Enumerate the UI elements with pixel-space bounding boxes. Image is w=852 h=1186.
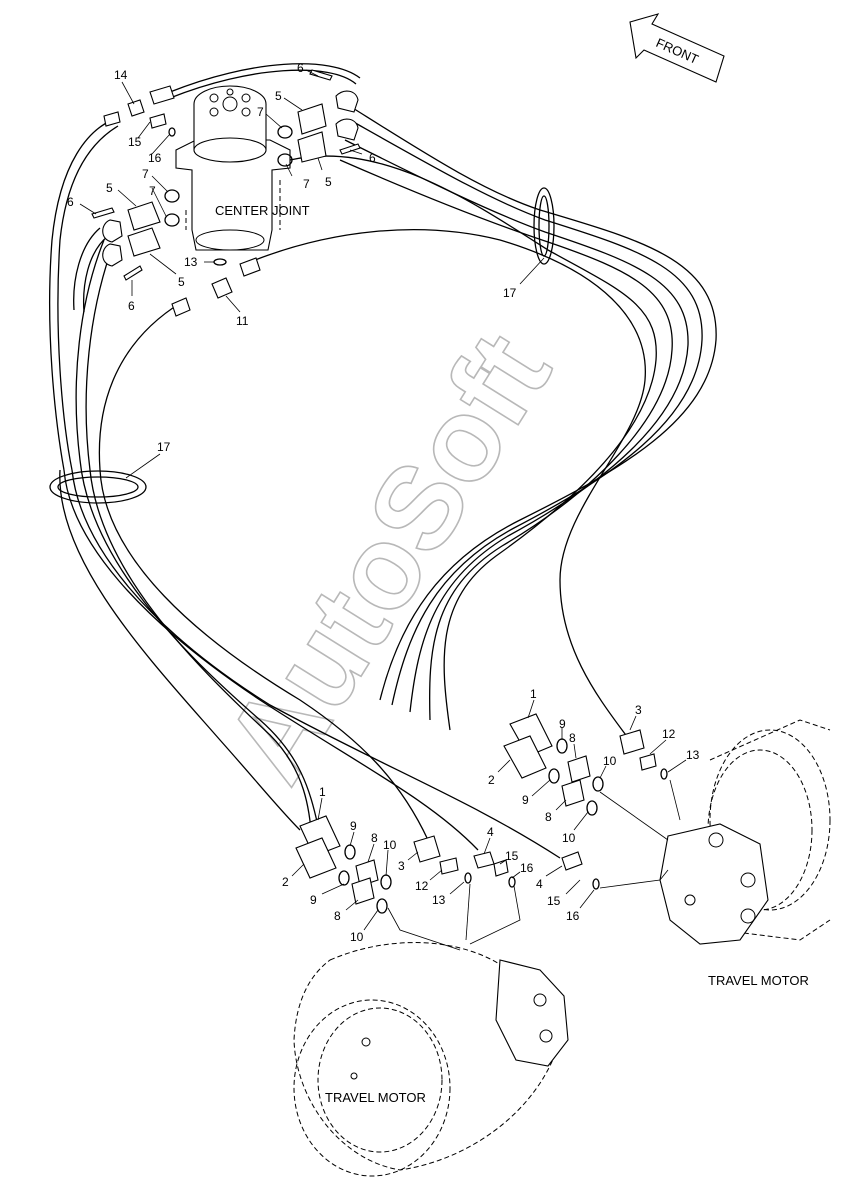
callout-9-right-b: 9 (522, 793, 529, 807)
callout-14: 14 (114, 68, 128, 82)
callout-9-left-a: 9 (350, 819, 357, 833)
travel-motor-left-label: TRAVEL MOTOR (325, 1090, 426, 1105)
callout-15-left-a: 15 (505, 849, 519, 863)
callout-8-right-b: 8 (545, 810, 552, 824)
callout-5-lower: 5 (178, 275, 185, 289)
callout-5-left: 5 (106, 181, 113, 195)
callout-7-right: 7 (303, 177, 310, 191)
callout-7-top: 7 (257, 105, 264, 119)
callout-3-left: 3 (398, 859, 405, 873)
callout-15-top: 15 (128, 135, 142, 149)
callout-8-right-a: 8 (569, 731, 576, 745)
callout-1-left: 1 (319, 785, 326, 799)
callout-5-top: 5 (275, 89, 282, 103)
callouts-right-motor: 1 2 9 8 9 8 10 10 3 12 13 (488, 687, 700, 845)
callouts-left-motor: 1 2 9 8 10 3 12 13 9 8 10 4 15 16 4 15 1… (282, 785, 595, 944)
center-joint-label: CENTER JOINT (215, 203, 310, 218)
callout-10-left-b: 10 (350, 930, 364, 944)
callout-10-right-a: 10 (603, 754, 617, 768)
center-joint-fittings (91, 69, 361, 317)
right-motor-fittings (503, 713, 681, 890)
hose-clamp-17-right (533, 187, 555, 265)
callout-11: 11 (236, 314, 249, 328)
callout-5-right: 5 (325, 175, 332, 189)
callout-7-left: 7 (142, 167, 149, 181)
callout-16-left-a: 16 (520, 861, 534, 875)
callout-1-right: 1 (530, 687, 537, 701)
callout-17-left: 17 (157, 440, 171, 454)
travel-motor-right (659, 719, 831, 945)
callout-13-left: 13 (432, 893, 446, 907)
callout-2-left: 2 (282, 875, 289, 889)
left-motor-fittings (295, 815, 521, 951)
center-joint: CENTER JOINT (175, 85, 310, 251)
callouts-upper: 14 15 16 6 5 7 7 6 5 5 7 7 6 5 6 13 11 1… (67, 61, 545, 479)
travel-motor-right-label: TRAVEL MOTOR (708, 973, 809, 988)
callout-17-right: 17 (503, 286, 517, 300)
hose-bundle (49, 63, 717, 859)
hose-clamp-17-left (49, 470, 147, 504)
callout-4-left-b: 4 (536, 877, 543, 891)
front-arrow: FRONT (629, 13, 725, 83)
callout-4-left-a: 4 (487, 825, 494, 839)
callout-10-right-b: 10 (562, 831, 576, 845)
callout-9-left-b: 9 (310, 893, 317, 907)
callout-6-lower: 6 (128, 299, 135, 313)
callout-6-top: 6 (297, 61, 304, 75)
callout-16-top: 16 (148, 151, 162, 165)
callout-15-left-b: 15 (547, 894, 561, 908)
callout-3-right: 3 (635, 703, 642, 717)
callout-2-right: 2 (488, 773, 495, 787)
callout-13-top: 13 (184, 255, 198, 269)
callout-13-right: 13 (686, 748, 700, 762)
travel-motor-left (293, 942, 569, 1177)
callout-8-left-a: 8 (371, 831, 378, 845)
callout-16-left-b: 16 (566, 909, 580, 923)
callout-12-left: 12 (415, 879, 429, 893)
callout-7-left-b: 7 (149, 184, 156, 198)
callout-9-right-a: 9 (559, 717, 566, 731)
callout-8-left-b: 8 (334, 909, 341, 923)
callout-6-right: 6 (369, 151, 376, 165)
callout-6-left: 6 (67, 195, 74, 209)
callout-12-right: 12 (662, 727, 676, 741)
callout-10-left-a: 10 (383, 838, 397, 852)
